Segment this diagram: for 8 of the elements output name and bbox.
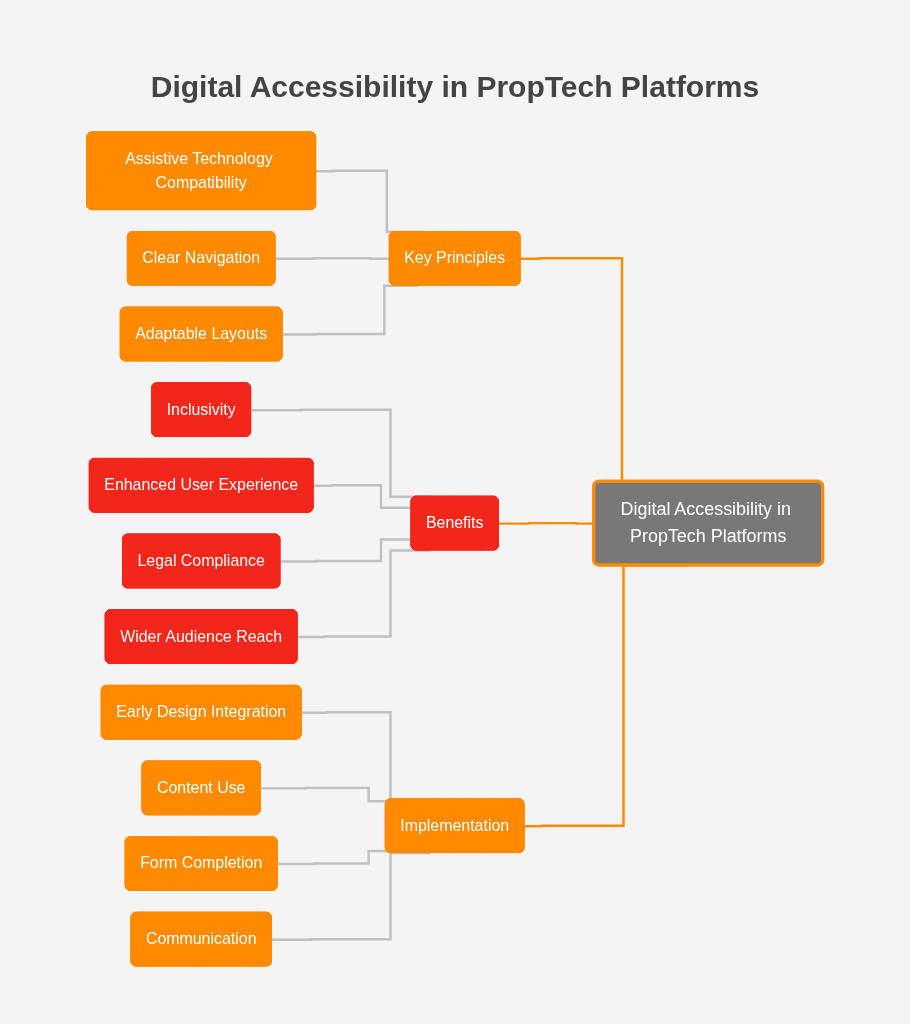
connector	[280, 538, 412, 563]
connector	[272, 851, 431, 941]
connector	[275, 257, 391, 261]
connector	[261, 786, 388, 803]
diagram-title: Digital Accessibility in PropTech Platforms	[149, 70, 761, 104]
connector	[278, 849, 388, 866]
connector	[499, 521, 595, 525]
connector	[313, 484, 412, 509]
